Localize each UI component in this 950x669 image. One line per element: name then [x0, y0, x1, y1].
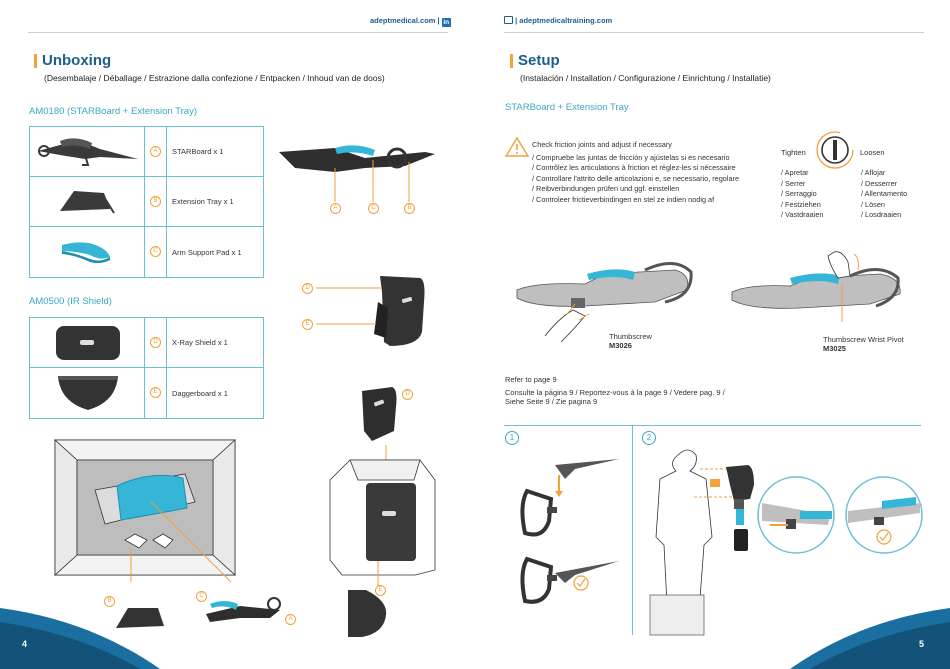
warning-line: Check friction joints and adjust if nece… — [532, 140, 672, 149]
kit1-parts-table: A STARBoard x 1 B Extension Tray x 1 C A… — [29, 126, 264, 278]
warning-line: / Controleer frictieverbindingen en stel… — [532, 194, 715, 204]
loosen-label: Loosen — [860, 148, 885, 157]
table-row: B Extension Tray x 1 — [30, 177, 263, 227]
xray-shield-icon — [56, 326, 120, 360]
right-page-corner-decoration — [790, 608, 950, 669]
loosen-translations: / Aflojar / Desserrer / Allentamento / L… — [861, 168, 908, 219]
daggerboard-image — [30, 368, 145, 418]
starboard-unboxed — [206, 597, 281, 622]
extension-tray-image — [30, 177, 145, 226]
page-number-right: 5 — [919, 639, 925, 649]
header-website-link[interactable]: adeptmedical.com | in — [370, 16, 451, 27]
starboard-image — [30, 127, 145, 176]
thumbscrew-label: Thumbscrew — [609, 332, 652, 341]
letter-e-badge: E — [150, 387, 161, 398]
section-accent-bar — [34, 54, 37, 68]
refer-text: Refer to page 9 — [505, 375, 557, 384]
daggerboard-icon — [58, 376, 118, 410]
kit2-parts-table: D X-Ray Shield x 1 E Daggerboard x 1 — [29, 317, 264, 419]
item-starboard-label: STARBoard x 1 — [172, 147, 224, 156]
kit2-title: AM0500 (IR Shield) — [29, 296, 112, 307]
step-2-illustration — [649, 449, 923, 636]
table-row: A STARBoard x 1 — [30, 127, 263, 177]
wrist-pivot-label: Thumbscrew Wrist Pivot — [823, 335, 904, 344]
thumbscrew-illustration — [516, 262, 693, 343]
step-2-badge: 2 — [642, 431, 656, 445]
callout-b-badge: B — [404, 203, 415, 214]
wrist-pivot-code: M3025 — [823, 344, 846, 353]
callout-a-box-badge: A — [285, 614, 296, 625]
callout-c-badge: C — [368, 203, 379, 214]
extension-tray-icon — [60, 191, 115, 214]
item-daggerboard-label: Daggerboard x 1 — [172, 388, 228, 398]
callout-e-side-badge: E — [375, 585, 386, 596]
open-box-side-view-illustration — [329, 387, 436, 637]
refer-translations-line1: Consulte la página 9 / Reportez-vous à l… — [505, 388, 725, 397]
starboard-icon — [38, 138, 138, 166]
kit1-title: AM0180 (STARBoard + Extension Tray) — [29, 106, 197, 117]
step-1-badge: 1 — [505, 431, 519, 445]
item-xray-shield-label: X-Ray Shield x 1 — [172, 338, 228, 347]
left-page-corner-decoration — [0, 608, 160, 669]
steps-top-divider — [504, 425, 921, 426]
callout-d-badge: D — [302, 283, 313, 294]
warning-line: / Reibverbindungen prüfen und ggf. einst… — [532, 184, 680, 193]
arm-pad-image — [30, 227, 145, 277]
table-row: C Arm Support Pad x 1 — [30, 227, 263, 277]
setup-subtitle: (Instalación / Installation / Configuraz… — [520, 73, 771, 83]
table-row: E Daggerboard x 1 — [30, 368, 263, 418]
unboxing-subtitle: (Desembalaje / Déballage / Estrazione da… — [44, 73, 385, 83]
thumbscrew-code: M3026 — [609, 341, 632, 350]
callout-d-side-badge: D — [402, 389, 413, 400]
training-site-icon — [504, 16, 513, 24]
section-accent-bar — [510, 54, 513, 68]
letter-b-badge: B — [150, 196, 161, 207]
table-row: D X-Ray Shield x 1 — [30, 318, 263, 368]
warning-icon — [504, 136, 530, 157]
warning-text-block: Check friction joints and adjust if nece… — [532, 140, 739, 205]
letter-d-badge: D — [150, 337, 161, 348]
step-1-illustration — [520, 459, 619, 604]
header-divider — [28, 32, 448, 33]
extension-tray-unboxed — [116, 608, 164, 628]
page-number-left: 4 — [22, 639, 28, 649]
item-extension-tray-label: Extension Tray x 1 — [172, 197, 234, 206]
letter-a-badge: A — [150, 146, 161, 157]
arm-support-pad-icon — [62, 242, 110, 264]
unboxing-title: Unboxing — [42, 52, 112, 69]
callout-a-badge: A — [330, 203, 341, 214]
setup-title: Setup — [518, 52, 560, 69]
steps-column-divider — [632, 425, 633, 635]
xray-shield-image — [30, 318, 145, 367]
right-page: | adeptmedicaltraining.com Setup (Instal… — [475, 0, 950, 669]
callout-c-box-badge: C — [196, 591, 207, 602]
header-training-link[interactable]: | adeptmedicaltraining.com — [504, 16, 612, 25]
open-box-top-view-illustration — [53, 439, 237, 583]
callout-e-badge: E — [302, 319, 313, 330]
tighten-label: Tighten — [781, 148, 806, 157]
header-divider — [504, 32, 924, 33]
rotation-dial-icon — [816, 131, 854, 169]
wrist-pivot-illustration — [731, 251, 901, 322]
refer-translations-line2: Siehe Seite 9 / Zie pagina 9 — [505, 397, 598, 406]
item-arm-pad-label: Arm Support Pad x 1 — [172, 247, 242, 257]
callout-b-box-badge: B — [104, 596, 115, 607]
letter-c-badge: C — [150, 246, 161, 257]
shield-assembly-illustration — [316, 276, 425, 346]
setup-section-title: STARBoard + Extension Tray — [505, 102, 629, 113]
warning-line: / Controllare l'attrito delle articolazi… — [532, 173, 740, 183]
tighten-translations: / Apretar / Serrer / Serraggio / Festzie… — [781, 168, 824, 219]
assembled-starboard-illustration — [279, 145, 435, 202]
linkedin-icon[interactable]: in — [441, 18, 451, 27]
warning-line: / Compruebe las juntas de fricción y ajú… — [532, 152, 730, 162]
warning-line: / Contrôlez les articulations à friction… — [532, 163, 736, 172]
left-page: adeptmedical.com | in Unboxing (Desembal… — [0, 16, 451, 669]
